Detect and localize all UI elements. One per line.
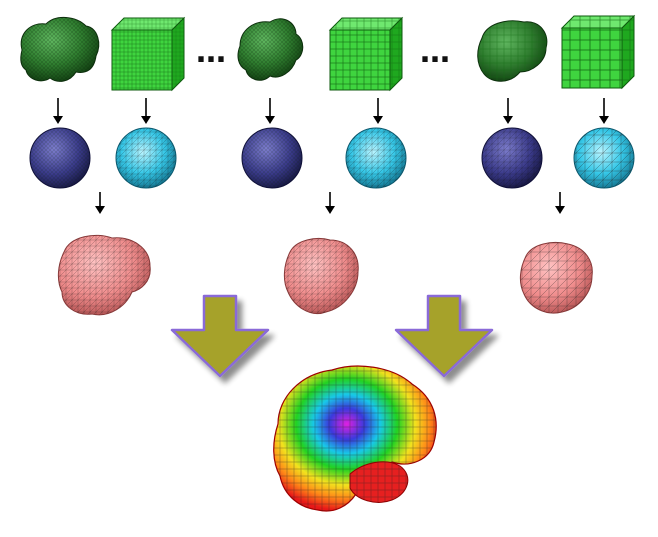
brain-surface-middle — [237, 18, 304, 81]
sphere-cyan-right — [573, 127, 635, 189]
ellipsis-2: … — [420, 35, 450, 70]
brain-surface-right — [477, 20, 548, 82]
down-arrow-icon — [599, 98, 609, 124]
cube-grid-right — [560, 14, 636, 90]
cube-grid-left — [110, 16, 186, 92]
sphere-dark-middle — [241, 127, 303, 189]
down-arrow-icon — [325, 192, 335, 214]
heatmap-brain-icon — [273, 365, 437, 512]
sphere-dark-right — [481, 127, 543, 189]
cube-grid-middle — [328, 16, 404, 92]
down-arrow-icon — [373, 98, 383, 124]
merge-arrow-icon — [394, 294, 494, 378]
merge-arrow-icon — [170, 294, 270, 378]
sphere-cyan-left — [115, 127, 177, 189]
down-arrow-icon — [95, 192, 105, 214]
pink-mesh-right — [519, 242, 593, 314]
down-arrow-icon — [503, 98, 513, 124]
pink-mesh-middle — [283, 238, 359, 314]
down-arrow-icon — [141, 98, 151, 124]
sphere-dark-left — [29, 127, 91, 189]
down-arrow-icon — [265, 98, 275, 124]
sphere-cyan-middle — [345, 127, 407, 189]
pink-mesh-left — [57, 234, 151, 316]
down-arrow-icon — [53, 98, 63, 124]
down-arrow-icon — [555, 192, 565, 214]
ellipsis-1: … — [196, 35, 226, 70]
brain-surface-left — [20, 17, 100, 82]
